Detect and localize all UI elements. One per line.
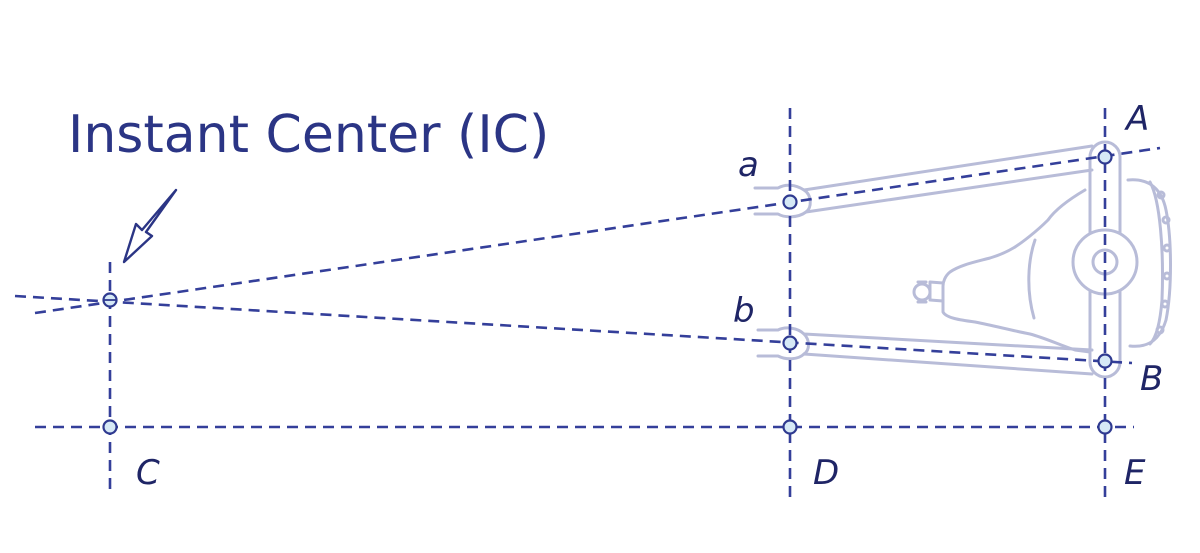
arrow-to-ic-icon: [122, 188, 178, 264]
diagram-title: Instant Center (IC): [68, 105, 549, 165]
label-A: A: [1124, 99, 1149, 139]
pivot-e: [1097, 419, 1113, 435]
pivot-c: [102, 419, 118, 435]
upper-link-line: [34, 146, 1161, 315]
label-C: C: [136, 453, 160, 493]
pivot-lower-rear-b: [1097, 353, 1113, 369]
pivot-ic: [102, 292, 118, 308]
lower-link-line: [14, 294, 1133, 365]
label-B: B: [1140, 359, 1163, 399]
label-E: E: [1124, 453, 1146, 493]
pivot-upper-rear-a: [1097, 149, 1113, 165]
label-b: b: [733, 291, 755, 331]
label-D: D: [813, 453, 839, 493]
pivot-a: [782, 194, 798, 210]
pivot-d: [782, 419, 798, 435]
pivot-points: [102, 149, 1113, 435]
label-a: a: [738, 145, 759, 185]
pivot-b: [782, 335, 798, 351]
construction-lines: [14, 108, 1161, 502]
